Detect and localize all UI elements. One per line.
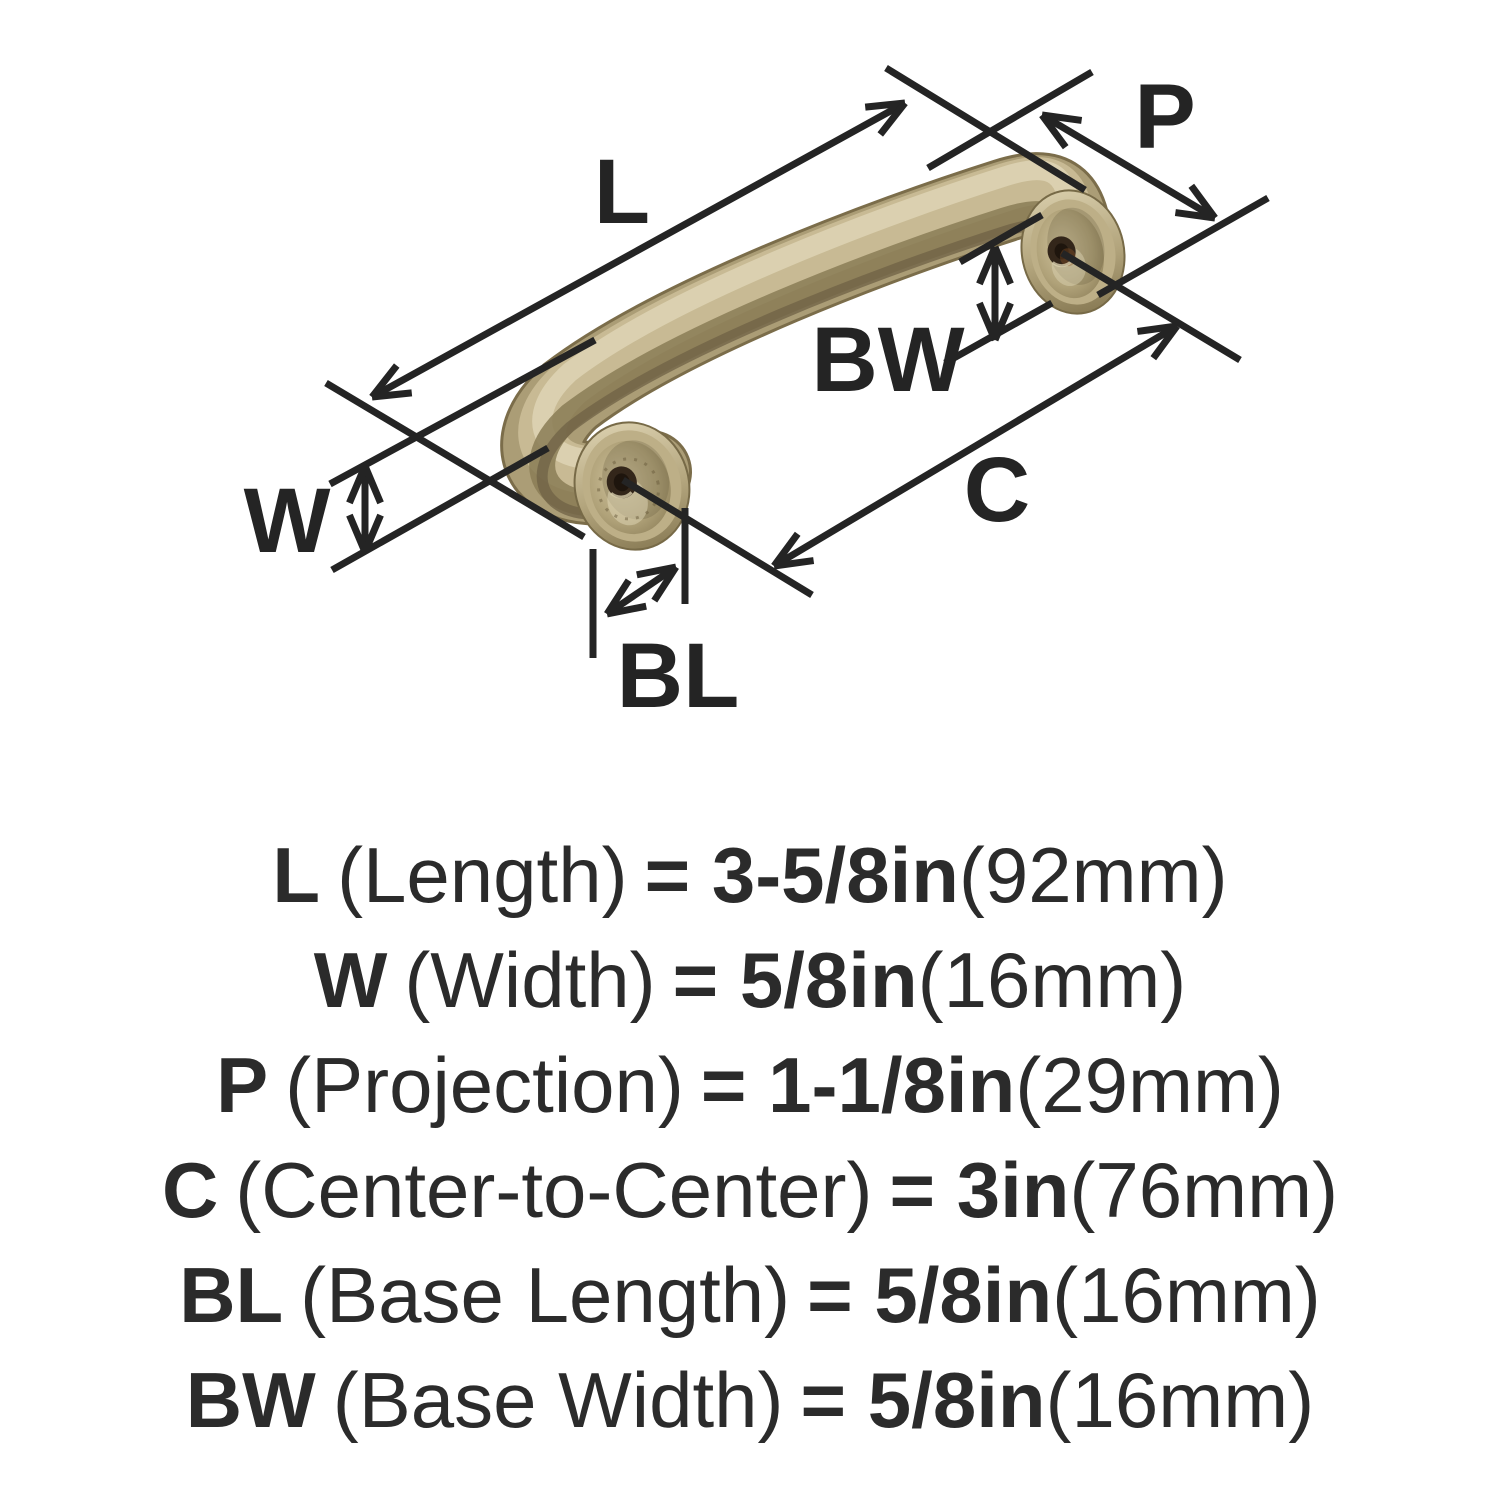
dimension-arrow-W-arrowhead bbox=[346, 513, 369, 554]
projection-ext-bottom bbox=[1096, 194, 1270, 299]
dimension-arrow-L-arrowhead bbox=[864, 99, 906, 111]
projection-ext-top bbox=[926, 68, 1094, 172]
spec-row-width: W (Width) = 5/8in (16mm) bbox=[0, 928, 1500, 1033]
dimension-arrow-L-arrowhead bbox=[371, 389, 413, 401]
spec-metric: (92mm) bbox=[958, 831, 1228, 919]
spec-metric: (16mm) bbox=[1052, 1251, 1321, 1339]
spec-code: BW bbox=[185, 1356, 316, 1444]
dimension-arrow-P-arrowhead bbox=[1174, 209, 1216, 222]
dimension-arrow-BL-arrowhead bbox=[651, 565, 679, 603]
spec-row-length: L (Length) = 3-5/8in (92mm) bbox=[0, 823, 1500, 928]
dimension-arrow-C-arrowhead bbox=[773, 557, 815, 570]
width-ref-top bbox=[328, 336, 597, 488]
dimension-arrow-P-shaft bbox=[1040, 111, 1217, 222]
spec-row-projection: P (Projection) = 1-1/8in (29mm) bbox=[0, 1033, 1500, 1138]
dim-label-BL: BL bbox=[617, 625, 740, 727]
spec-list: L (Length) = 3-5/8in (92mm) W (Width) = … bbox=[0, 823, 1500, 1453]
flange-stamp-marks bbox=[597, 457, 661, 521]
spec-value: = 5/8in bbox=[800, 1356, 1046, 1444]
spec-metric: (76mm) bbox=[1069, 1146, 1339, 1234]
dimension-arrow-BW-arrowhead bbox=[976, 245, 999, 286]
dimension-arrow-L-arrowhead bbox=[877, 100, 908, 137]
spec-row-base-length: BL (Base Length) = 5/8in (16mm) bbox=[0, 1243, 1500, 1348]
dim-label-W: W bbox=[244, 470, 331, 572]
spec-name: (Base Width) bbox=[332, 1356, 784, 1444]
spec-name: (Center-to-Center) bbox=[235, 1146, 873, 1234]
spec-row-base-width: BW (Base Width) = 5/8in (16mm) bbox=[0, 1348, 1500, 1453]
spec-name: (Base Length) bbox=[300, 1251, 791, 1339]
spec-value: = 5/8in bbox=[807, 1251, 1053, 1339]
spec-code: L bbox=[272, 831, 321, 919]
spec-value: = 3in bbox=[889, 1146, 1070, 1234]
dim-label-BW: BW bbox=[811, 309, 964, 411]
dimension-arrow-L-arrowhead bbox=[369, 363, 400, 400]
length-ext-left bbox=[324, 379, 586, 541]
spec-code: W bbox=[313, 936, 388, 1024]
dimension-arrow-BL-arrowhead bbox=[606, 602, 647, 618]
spec-name: (Length) bbox=[337, 831, 628, 919]
length-ext-right bbox=[884, 65, 1087, 193]
dimension-arrow-L-shaft bbox=[370, 99, 907, 401]
dimension-arrow-BL-arrowhead bbox=[636, 563, 677, 579]
cabinet-pull-illustration bbox=[400, 120, 1200, 620]
spec-code: C bbox=[161, 1146, 219, 1234]
spec-name: (Width) bbox=[404, 936, 656, 1024]
spec-name: (Projection) bbox=[285, 1041, 684, 1129]
dim-label-P: P bbox=[1134, 66, 1195, 168]
right-base-flange bbox=[1020, 189, 1126, 315]
center-ext-left bbox=[621, 477, 814, 598]
dimension-lines bbox=[324, 65, 1270, 658]
dimension-arrow-BW-arrowhead bbox=[991, 245, 1014, 286]
base-width-ref-top bbox=[958, 211, 1044, 266]
dimension-arrow-BW-arrowhead bbox=[991, 301, 1014, 342]
dim-label-L: L bbox=[594, 141, 650, 243]
dimension-arrow-C-arrowhead bbox=[1150, 323, 1180, 361]
spec-code: P bbox=[216, 1041, 269, 1129]
dimension-arrow-BW-arrowhead bbox=[976, 301, 999, 342]
spec-metric: (16mm) bbox=[917, 936, 1187, 1024]
dimension-arrow-BL-shaft bbox=[605, 564, 678, 617]
spec-metric: (29mm) bbox=[1015, 1041, 1284, 1129]
dimension-arrow-W-arrowhead bbox=[346, 464, 369, 505]
dimension-arrow-C-arrowhead bbox=[1136, 322, 1178, 335]
dimension-arrow-P-arrowhead bbox=[1039, 112, 1069, 150]
dimension-arrow-P-arrowhead bbox=[1188, 183, 1218, 221]
center-ext-right bbox=[1060, 250, 1242, 363]
spec-metric: (16mm) bbox=[1045, 1356, 1315, 1444]
spec-value: = 3-5/8in bbox=[644, 831, 959, 919]
dimension-arrow-P-arrowhead bbox=[1041, 111, 1083, 124]
spec-value: = 5/8in bbox=[672, 936, 918, 1024]
spec-code: BL bbox=[179, 1251, 284, 1339]
spec-value: = 1-1/8in bbox=[700, 1041, 1016, 1129]
dimension-arrow-C-shaft bbox=[772, 322, 1179, 570]
dimension-arrow-W-arrowhead bbox=[361, 513, 384, 554]
dimension-arrow-W-arrowhead bbox=[361, 464, 384, 505]
spec-row-center-to-center: C (Center-to-Center) = 3in (76mm) bbox=[0, 1138, 1500, 1243]
dimension-arrow-C-arrowhead bbox=[771, 531, 801, 569]
dimension-arrow-BL-arrowhead bbox=[604, 578, 632, 616]
dim-label-C: C bbox=[964, 439, 1030, 541]
